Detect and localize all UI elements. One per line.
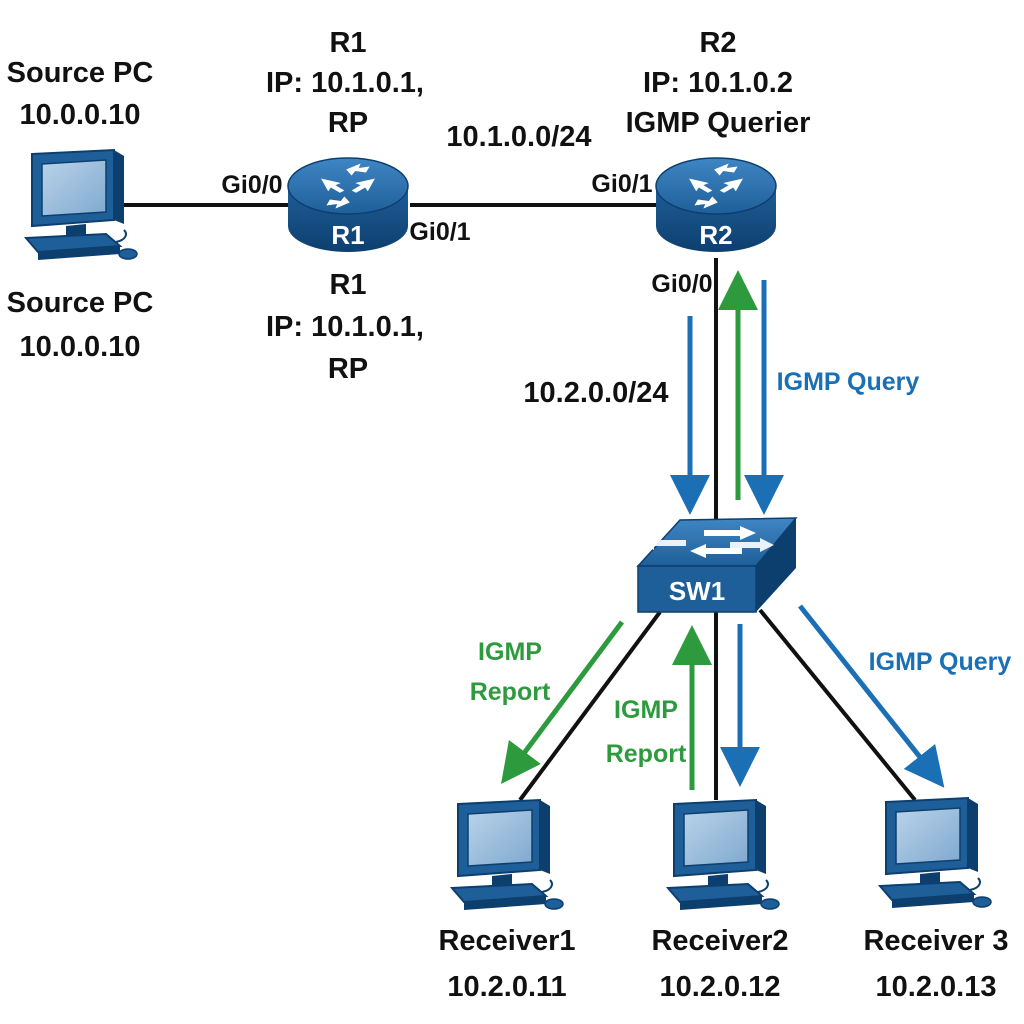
switch-sw1-icon	[636, 517, 798, 613]
r1-top-line-2: IP: 10.1.0.1,	[266, 67, 424, 99]
link-sw1-receiver3	[758, 608, 917, 802]
source-pc-bottom-ip: 10.0.0.10	[20, 331, 141, 363]
links	[122, 203, 917, 802]
switch-sw1-device-label: SW1	[669, 576, 725, 606]
r2-top-line-1: R2	[699, 27, 736, 59]
igmp-query-label-upper: IGMP Query	[777, 368, 920, 396]
r1-top-line-3: RP	[328, 107, 368, 139]
receiver-3: Receiver 3 10.2.0.13	[863, 797, 1009, 1003]
r2-top-line-2: IP: 10.1.0.2	[643, 67, 793, 99]
receiver-1-ip: 10.2.0.11	[447, 971, 566, 1003]
receiver-2-name: Receiver2	[651, 925, 788, 957]
r2-top-line-3: IGMP Querier	[626, 107, 811, 139]
source-pc-icon	[25, 149, 138, 261]
receiver-2: Receiver2 10.2.0.12	[651, 799, 789, 1003]
igmp-report-arrow-receiver1	[501, 620, 625, 785]
igmp-query-arrow-receiver3	[798, 604, 945, 788]
r1-bottom-line-3: RP	[328, 353, 368, 385]
receiver-3-icon	[879, 797, 992, 909]
igmp-query-label-right: IGMP Query	[869, 648, 1012, 676]
receiver-2-icon	[667, 799, 780, 911]
igmp-report-left-line-1: IGMP	[478, 638, 542, 666]
r2-port-gi0-0: Gi0/0	[651, 270, 712, 298]
receiver-3-name: Receiver 3	[863, 925, 1008, 957]
switch-sw1: SW1	[636, 517, 798, 613]
r1-port-gi0-0: Gi0/0	[221, 171, 282, 199]
r2-port-gi0-1: Gi0/1	[591, 170, 652, 198]
receiver-3-ip: 10.2.0.13	[876, 971, 997, 1003]
igmp-report-mid-line-1: IGMP	[614, 696, 678, 724]
link-sw1-receiver1	[518, 610, 662, 802]
source-pc-bottom-label: Source PC	[7, 287, 154, 319]
router-r2-icon	[655, 157, 777, 252]
router-r1-device-label: R1	[331, 220, 364, 250]
receiver-1-name: Receiver1	[438, 925, 575, 957]
source-pc-top-ip: 10.0.0.10	[20, 99, 141, 131]
r1-bottom-line-2: IP: 10.1.0.1,	[266, 311, 424, 343]
subnet-r2-sw1: 10.2.0.0/24	[523, 377, 668, 409]
igmp-report-mid-line-2: Report	[606, 740, 687, 768]
router-r2-device-label: R2	[699, 220, 732, 250]
source-pc-top-label: Source PC	[7, 57, 154, 89]
source-pc: Source PC 10.0.0.10 Source PC 10.0.0.10	[7, 57, 154, 363]
receiver-1: Receiver1 10.2.0.11	[438, 799, 576, 1003]
router-r2: R2 R2 IP: 10.1.0.2 IGMP Querier Gi0/1 Gi…	[591, 27, 810, 298]
r1-port-gi0-1: Gi0/1	[409, 218, 470, 246]
receiver-2-ip: 10.2.0.12	[660, 971, 781, 1003]
igmp-report-left-line-2: Report	[470, 678, 551, 706]
r1-top-line-1: R1	[329, 27, 366, 59]
subnet-r1-r2: 10.1.0.0/24	[446, 121, 591, 153]
message-arrows	[501, 270, 945, 790]
router-r1-icon	[287, 157, 409, 252]
r1-bottom-line-1: R1	[329, 269, 366, 301]
router-r1: R1 R1 IP: 10.1.0.1, RP R1 IP: 10.1.0.1, …	[221, 27, 470, 385]
receiver-1-icon	[451, 799, 564, 911]
